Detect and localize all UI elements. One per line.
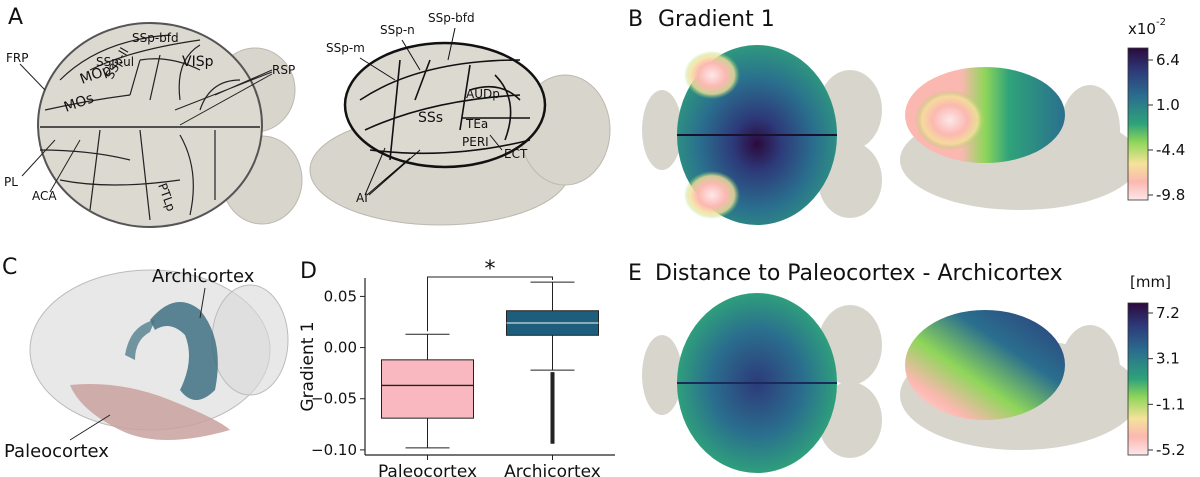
boxplot-chart: 0.05 0.00 −0.05 −0.10 Gradient 1 Paleocortex A… bbox=[298, 257, 615, 477]
panel-c-letter: C bbox=[2, 255, 17, 280]
archicortex-label: Archicortex bbox=[152, 266, 255, 287]
box-paleocortex bbox=[381, 359, 474, 419]
label-audp: AUDp bbox=[466, 87, 500, 101]
label-visp: VISp bbox=[182, 54, 214, 70]
colorbar-b-tick-label: -9.8 bbox=[1156, 186, 1185, 204]
colorbar-e-tick-label: -5.2 bbox=[1156, 441, 1185, 459]
label-aca: ACA bbox=[32, 189, 57, 203]
panel-a: A FRP MOp MOs SSp-ul SSp-bfd SSp-ll VISp… bbox=[4, 5, 611, 228]
y-tick-label: −0.05 bbox=[311, 390, 357, 408]
box-outliers bbox=[550, 372, 555, 444]
colorbar-b-tick-label: 1.0 bbox=[1156, 96, 1180, 114]
panel-b-letter: B bbox=[628, 7, 643, 32]
panel-b: B Gradient 1 x10 -2 6.4 1.0 -4.4 -9.8 bbox=[628, 7, 1185, 225]
label-pl: PL bbox=[4, 175, 18, 189]
label-tea: TEa bbox=[465, 117, 488, 131]
label-rsp: RSP bbox=[272, 63, 295, 77]
label-ssp-m: SSp-m bbox=[326, 41, 365, 55]
colorbar-b-ticks: 6.4 1.0 -4.4 -9.8 bbox=[1148, 51, 1185, 204]
distance-side-brain bbox=[900, 310, 1140, 450]
panel-e-letter: E bbox=[628, 261, 642, 286]
label-ai: AI bbox=[356, 191, 368, 205]
colorbar-b: x10 -2 6.4 1.0 -4.4 -9.8 bbox=[1127, 17, 1185, 204]
panel-d: D 0.05 0.00 −0.05 −0.10 Gradient 1 Paleocorte… bbox=[298, 257, 615, 477]
panel-a-letter: A bbox=[8, 5, 23, 30]
colorbar-e-ticks: 7.2 3.1 -1.1 -5.2 bbox=[1148, 304, 1185, 459]
colorbar-b-tick-label: -4.4 bbox=[1156, 141, 1185, 159]
significance-star: * bbox=[485, 257, 496, 282]
archicortex-shape bbox=[150, 302, 218, 400]
label-ect: ECT bbox=[504, 147, 528, 161]
y-tick-label: −0.10 bbox=[311, 441, 357, 459]
x-tick-label: Archicortex bbox=[504, 462, 601, 477]
panel-c: C Archicortex Paleocortex bbox=[2, 255, 289, 462]
side-brain: SSp-m SSp-n SSp-bfd SSs AUDp TEa PERI EC… bbox=[309, 11, 611, 226]
label-ssp-ul: SSp-ul bbox=[96, 55, 134, 69]
colorbar-e-tick-label: -1.1 bbox=[1156, 395, 1185, 413]
colorbar-b-exponent: x10 bbox=[1128, 20, 1156, 38]
colorbar-e-tick-label: 7.2 bbox=[1156, 304, 1180, 322]
distance-top-brain bbox=[642, 293, 882, 473]
label-ssp-bfd-top: SSp-bfd bbox=[132, 31, 179, 45]
panel-e-title: Distance to Paleocortex - Archicortex bbox=[655, 261, 1063, 286]
panel-d-letter: D bbox=[300, 259, 317, 284]
x-tick-label: Paleocortex bbox=[378, 462, 477, 477]
label-ssp-bfd-side: SSp-bfd bbox=[428, 11, 475, 25]
colorbar-e-unit: [mm] bbox=[1130, 273, 1171, 291]
label-peri: PERI bbox=[462, 135, 489, 149]
y-tick-label: 0.00 bbox=[324, 339, 357, 357]
colorbar-e-tick-label: 3.1 bbox=[1156, 350, 1180, 368]
label-frp: FRP bbox=[6, 51, 28, 65]
gradient1-side-brain bbox=[900, 67, 1140, 210]
colorbar-e: [mm] 7.2 3.1 -1.1 -5.2 bbox=[1127, 273, 1185, 459]
paleocortex-shape bbox=[70, 384, 230, 440]
label-sss: SSs bbox=[418, 110, 443, 126]
y-axis-label: Gradient 1 bbox=[298, 321, 318, 411]
significance-bracket bbox=[427, 276, 553, 332]
panel-e: E Distance to Paleocortex - Archicortex … bbox=[628, 261, 1185, 473]
paleocortex-label: Paleocortex bbox=[4, 441, 109, 462]
colorbar-b-tick-label: 6.4 bbox=[1156, 51, 1180, 69]
panel-b-title: Gradient 1 bbox=[658, 7, 775, 32]
y-tick-label: 0.05 bbox=[324, 287, 357, 305]
transparent-brain bbox=[29, 269, 289, 440]
label-ssp-n: SSp-n bbox=[380, 23, 415, 37]
top-brain: FRP MOp MOs SSp-ul SSp-bfd SSp-ll VISp R… bbox=[4, 22, 303, 228]
gradient1-top-brain bbox=[642, 45, 882, 225]
colorbar-b-exponent-power: -2 bbox=[1156, 17, 1166, 28]
